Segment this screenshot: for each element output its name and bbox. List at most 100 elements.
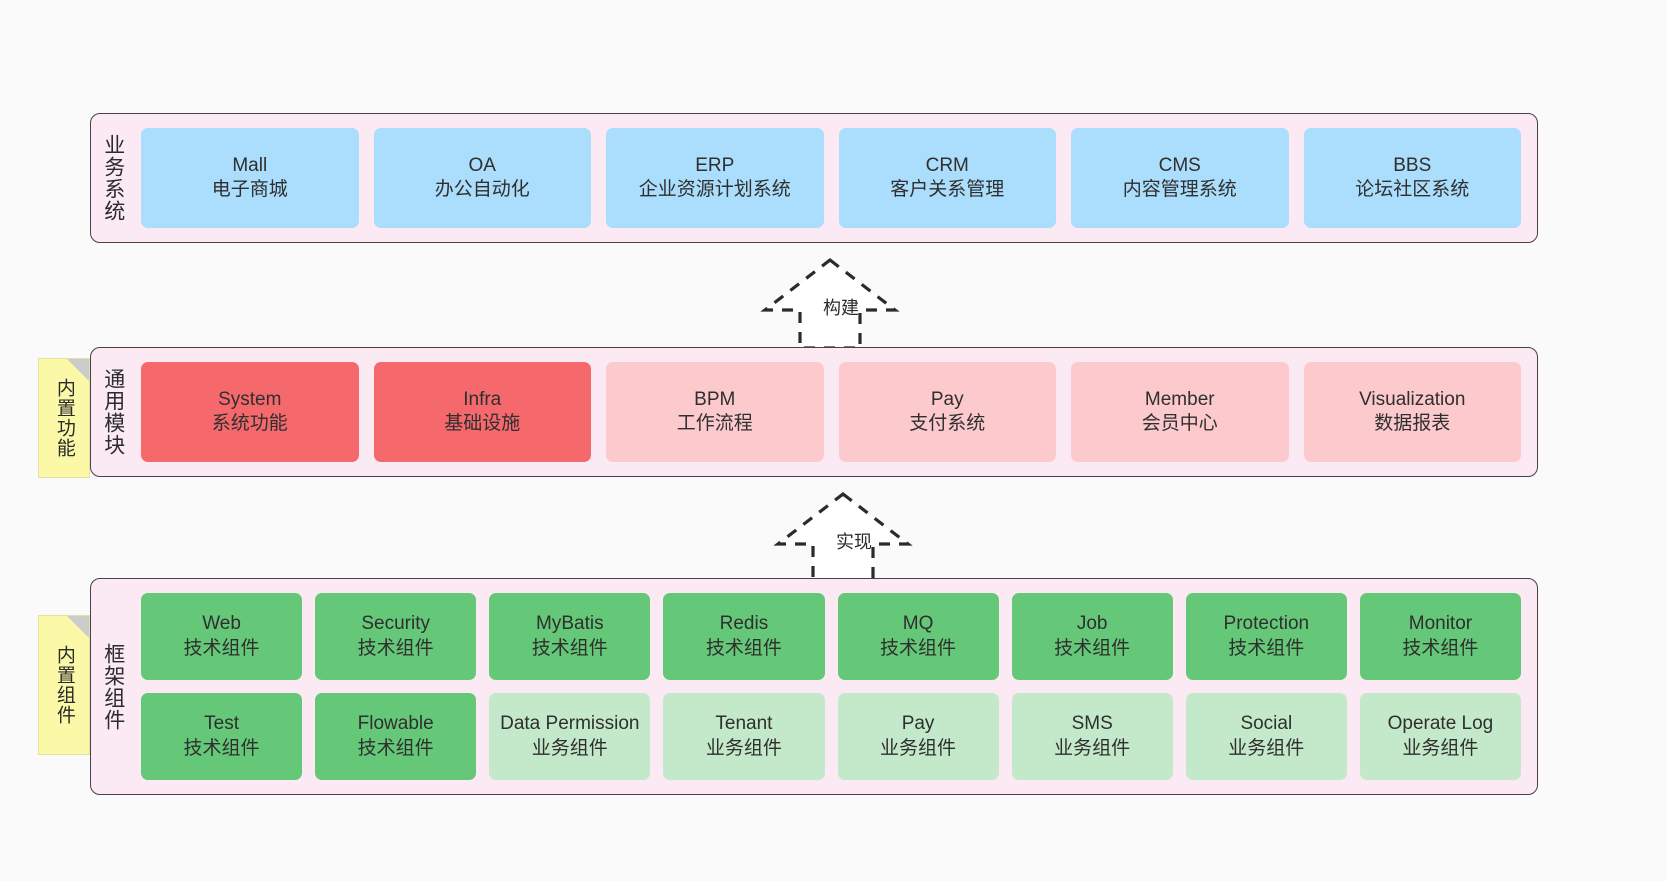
card-system[interactable]: System 系统功能 xyxy=(141,362,359,462)
card-title: MQ xyxy=(902,613,934,635)
card-title: System xyxy=(218,388,282,410)
card-title: BPM xyxy=(694,388,736,410)
card-visualization[interactable]: Visualization 数据报表 xyxy=(1303,362,1521,462)
card-title: Tenant xyxy=(715,713,773,735)
card-title: BBS xyxy=(1393,154,1432,176)
card-subtitle: 办公自动化 xyxy=(434,179,530,200)
card-subtitle: 会员中心 xyxy=(1141,413,1218,434)
card-subtitle: 内容管理系统 xyxy=(1122,179,1237,200)
card-pay[interactable]: Pay 支付系统 xyxy=(838,362,1056,462)
card-title: Mall xyxy=(232,154,268,176)
card-title: Operate Log xyxy=(1387,713,1494,735)
card-member[interactable]: Member 会员中心 xyxy=(1071,362,1289,462)
card-subtitle: 业务组件 xyxy=(531,737,608,759)
card-title: CRM xyxy=(925,154,969,176)
card-title: Test xyxy=(204,713,239,735)
card-title: Member xyxy=(1144,388,1215,410)
card-title: Pay xyxy=(901,713,935,735)
card-subtitle: 技术组件 xyxy=(357,737,434,759)
card-subtitle: 数据报表 xyxy=(1374,413,1451,434)
sticky-note-builtin-component-label: 内置组件 xyxy=(53,645,75,725)
card-oa[interactable]: OA 办公自动化 xyxy=(373,128,591,228)
card-title: Social xyxy=(1240,713,1293,735)
sticky-note-builtin-component: 内置组件 xyxy=(38,615,90,755)
card-subtitle: 支付系统 xyxy=(909,413,986,434)
card-title: Visualization xyxy=(1359,388,1466,410)
card-title: ERP xyxy=(695,154,735,176)
card-subtitle: 论坛社区系统 xyxy=(1355,179,1470,200)
card-subtitle: 电子商城 xyxy=(211,179,288,200)
card-title: Pay xyxy=(930,388,964,410)
card-title: Data Permission xyxy=(500,713,640,735)
card-title: Protection xyxy=(1223,613,1310,635)
connector-build: 构建 xyxy=(755,257,905,350)
card-cms[interactable]: CMS 内容管理系统 xyxy=(1071,128,1289,228)
card-subtitle: 工作流程 xyxy=(676,413,753,434)
sticky-note-builtin-function: 内置功能 xyxy=(38,358,90,478)
card-title: Security xyxy=(361,613,430,635)
card-crm[interactable]: CRM 客户关系管理 xyxy=(838,128,1056,228)
layer-business-system: 业务系统 Mall 电子商城 OA 办公自动化 ERP 企业资源计划系统 CRM 客户关系管理… xyxy=(90,113,1538,243)
card-subtitle: 技术组件 xyxy=(183,737,260,759)
connector-build-label: 构建 xyxy=(823,298,859,318)
connector-implement-label: 实现 xyxy=(836,532,872,552)
card-title: SMS xyxy=(1071,713,1113,735)
card-subtitle: 业务组件 xyxy=(1054,737,1131,759)
layer-business-system-title: 业务系统 xyxy=(101,134,125,222)
layer-framework-component-title: 框架组件 xyxy=(101,642,125,731)
card-subtitle: 技术组件 xyxy=(1054,637,1131,659)
card-title: MyBatis xyxy=(536,613,604,635)
card-subtitle: 技术组件 xyxy=(1402,637,1479,659)
card-subtitle: 技术组件 xyxy=(531,637,608,659)
card-mall[interactable]: Mall 电子商城 xyxy=(141,128,359,228)
card-bpm[interactable]: BPM 工作流程 xyxy=(606,362,824,462)
card-title: OA xyxy=(468,154,496,176)
card-subtitle: 技术组件 xyxy=(880,637,957,659)
card-erp[interactable]: ERP 企业资源计划系统 xyxy=(606,128,824,228)
layer-common-module-title: 通用模块 xyxy=(101,368,125,456)
card-title: Redis xyxy=(719,613,769,635)
card-subtitle: 客户关系管理 xyxy=(890,179,1005,200)
card-subtitle: 业务组件 xyxy=(1228,737,1305,759)
card-subtitle: 技术组件 xyxy=(1228,637,1305,659)
card-subtitle: 系统功能 xyxy=(211,413,288,434)
card-subtitle: 业务组件 xyxy=(705,737,782,759)
card-bbs[interactable]: BBS 论坛社区系统 xyxy=(1303,128,1521,228)
card-title: Web xyxy=(202,613,241,635)
card-subtitle: 业务组件 xyxy=(1402,737,1479,759)
sticky-note-builtin-function-label: 内置功能 xyxy=(53,378,75,458)
layer-business-system-cards: Mall 电子商城 OA 办公自动化 ERP 企业资源计划系统 CRM 客户关系管理 CMS 内容… xyxy=(135,114,1537,242)
card-subtitle: 技术组件 xyxy=(705,637,782,659)
card-title: Flowable xyxy=(357,713,434,735)
card-subtitle: 技术组件 xyxy=(183,637,260,659)
card-title: Job xyxy=(1076,613,1108,635)
connector-implement: 实现 xyxy=(768,491,918,584)
card-title: Infra xyxy=(463,388,502,410)
card-subtitle: 企业资源计划系统 xyxy=(638,179,791,200)
card-title: CMS xyxy=(1158,154,1201,176)
card-title: Monitor xyxy=(1408,613,1473,635)
card-subtitle: 技术组件 xyxy=(357,637,434,659)
